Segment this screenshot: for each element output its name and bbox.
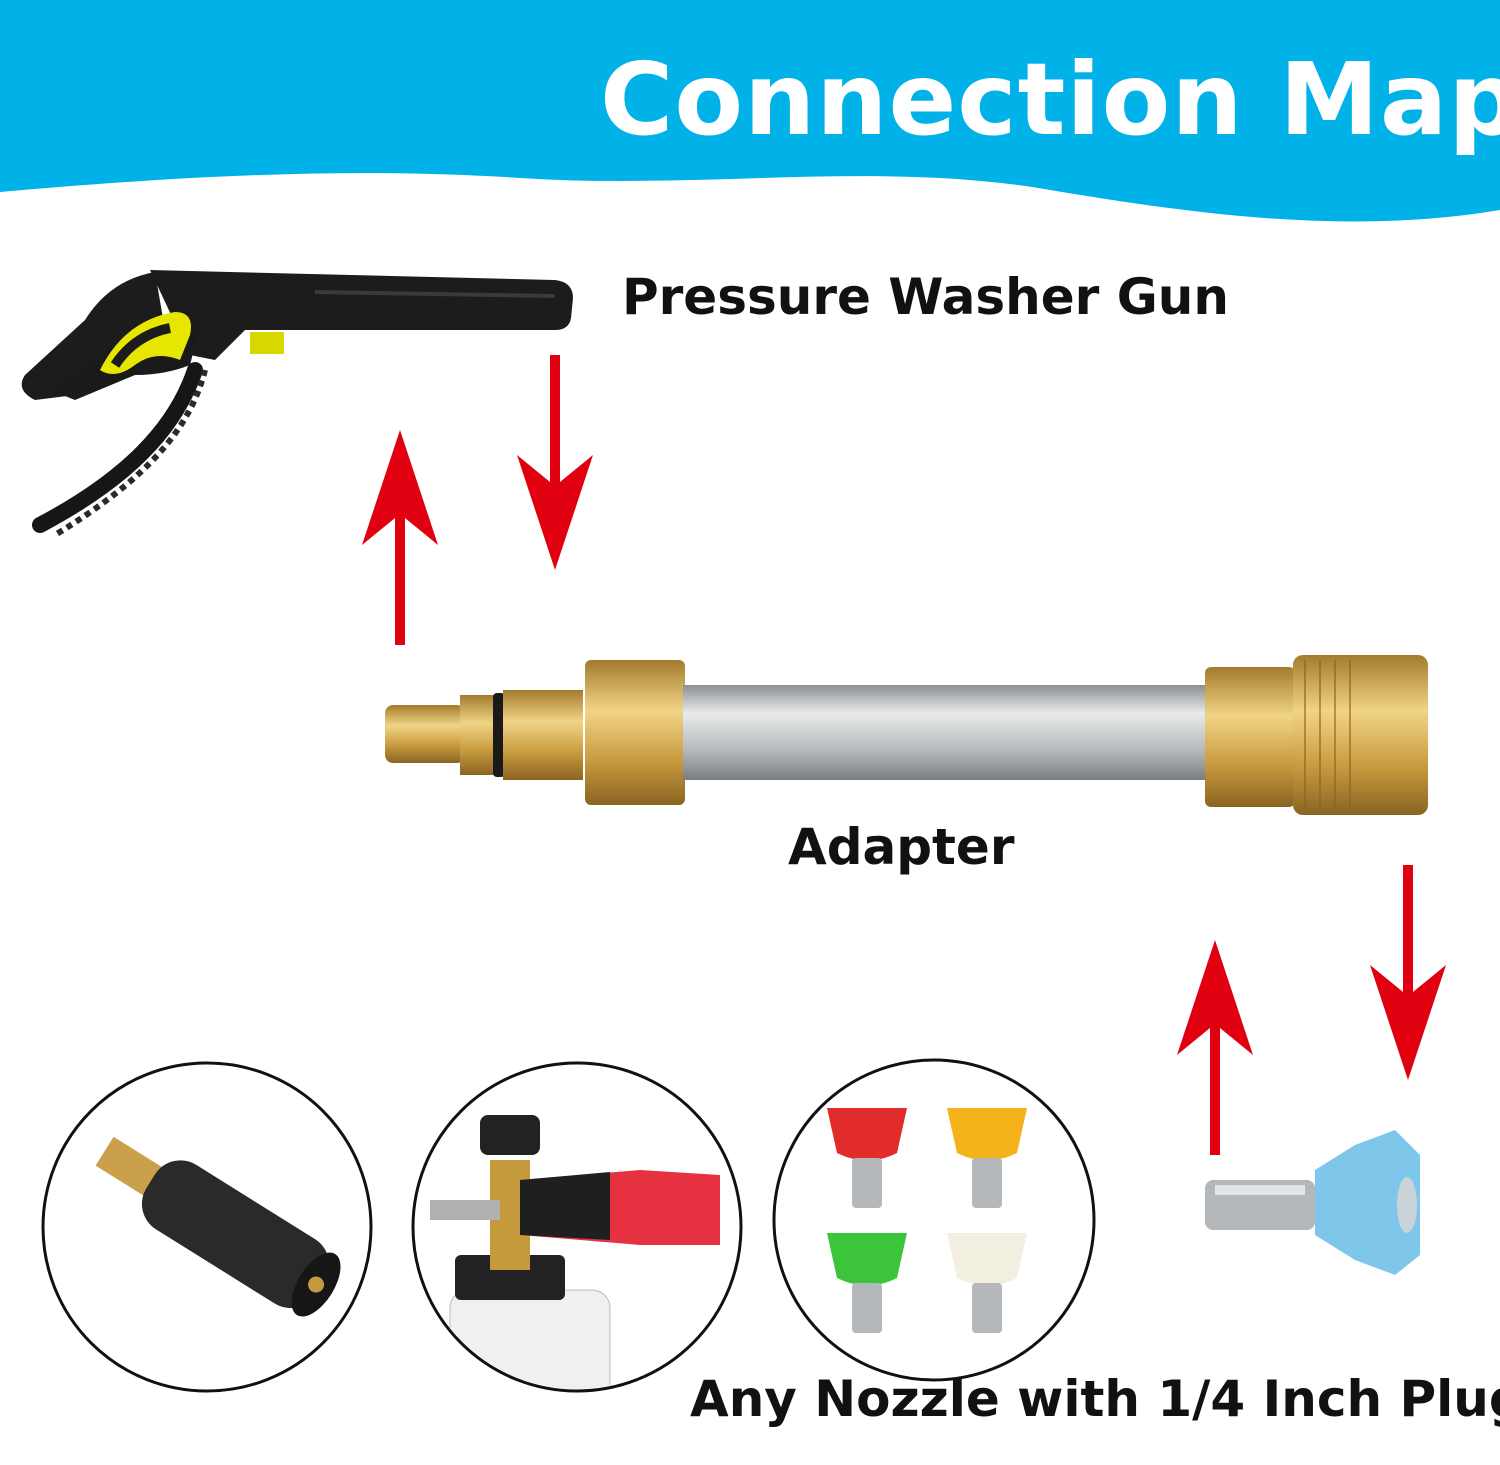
turbo-nozzle-image bbox=[41, 1061, 373, 1393]
adapter-image bbox=[385, 655, 1428, 815]
header-banner bbox=[0, 0, 1500, 222]
arrow-up-icon bbox=[362, 430, 438, 645]
blue-nozzle-image bbox=[1205, 1130, 1420, 1275]
pressure-washer-gun-image bbox=[21, 270, 573, 538]
nozzle-tips-image bbox=[772, 1058, 1096, 1382]
label-pressure-washer-gun: Pressure Washer Gun bbox=[622, 268, 1229, 326]
page-title: Connection Map bbox=[600, 41, 1500, 158]
arrow-down-icon bbox=[1370, 865, 1446, 1080]
label-adapter: Adapter bbox=[788, 818, 1015, 876]
arrow-down-icon bbox=[517, 355, 593, 570]
label-any-nozzle: Any Nozzle with 1/4 Inch Plug bbox=[690, 1370, 1500, 1428]
arrow-up-icon bbox=[1177, 940, 1253, 1155]
foam-cannon-image bbox=[411, 1061, 743, 1393]
